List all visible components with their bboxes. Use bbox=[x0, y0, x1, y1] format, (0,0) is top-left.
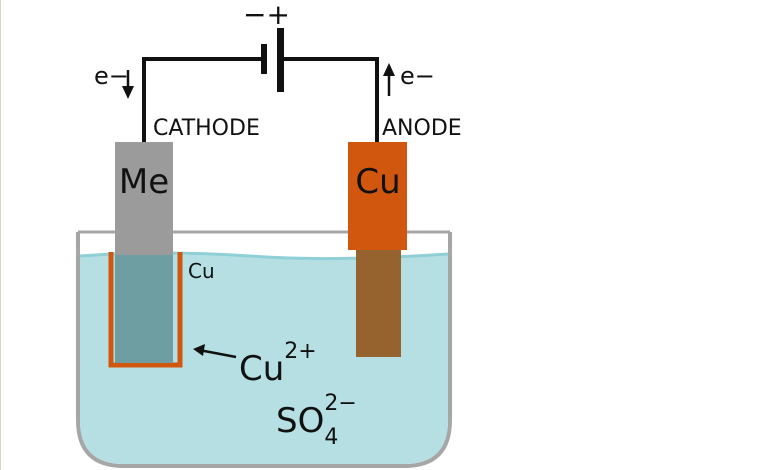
anode-label: ANODE bbox=[382, 116, 462, 141]
cathode-electrode-label: Me bbox=[119, 162, 169, 202]
wire-left bbox=[142, 57, 262, 142]
electron-label-left: e− bbox=[94, 62, 129, 90]
copper-ion-label: Cu2+ bbox=[239, 339, 317, 389]
electron-label-right: e− bbox=[400, 62, 435, 90]
battery-icon bbox=[261, 28, 284, 92]
copper-plating bbox=[108, 252, 183, 368]
anode-electrode bbox=[348, 142, 407, 250]
anode-electrode-submerged bbox=[356, 250, 401, 357]
arrow-left-icon bbox=[193, 344, 237, 359]
cathode-electrode-submerged bbox=[115, 255, 173, 363]
arrow-up-icon bbox=[383, 63, 395, 96]
cathode-label: CATHODE bbox=[153, 116, 260, 141]
cathode-electrode bbox=[115, 142, 173, 255]
sulfate-ion-label: SO42− bbox=[276, 391, 357, 450]
beaker-outline bbox=[76, 232, 452, 468]
arrow-down-icon bbox=[122, 70, 134, 99]
anode-electrode-label: Cu bbox=[355, 162, 400, 202]
battery-polarity-label: −+ bbox=[243, 0, 290, 31]
wire-right bbox=[280, 57, 379, 142]
plating-label: Cu bbox=[188, 259, 215, 283]
